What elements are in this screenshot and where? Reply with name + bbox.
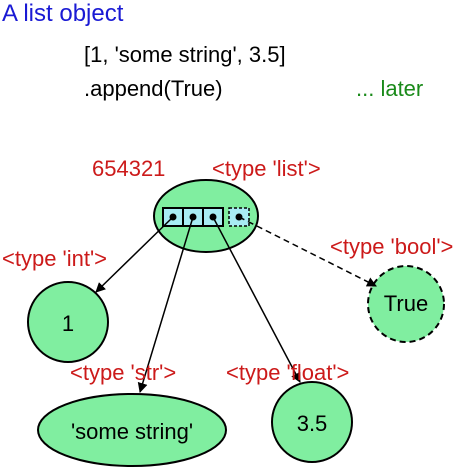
bool-object-node (367, 265, 445, 343)
bool-type-label: <type 'bool'> (330, 234, 454, 259)
later-note: ... later (356, 76, 424, 101)
float-value: 3.5 (296, 411, 328, 436)
int-type-label: <type 'int'> (2, 246, 108, 271)
ref-arrow-bool (238, 216, 377, 287)
ref-arrow-float (212, 216, 301, 383)
str-object-node (37, 393, 227, 467)
int-object-node (27, 281, 109, 363)
float-object-node (271, 381, 353, 463)
list-type-label: <type 'list'> (212, 156, 321, 181)
str-value: 'some string' (70, 419, 194, 444)
bool-value: True (383, 291, 429, 316)
list-id-label: 654321 (92, 156, 166, 181)
int-value: 1 (61, 311, 75, 336)
page-title: A list object (2, 0, 124, 27)
str-type-label: <type 'str'> (70, 360, 177, 385)
ref-arrow-int (95, 216, 174, 293)
code-line-list-literal: [1, 'some string', 3.5] (84, 42, 286, 67)
float-type-label: <type 'float'> (226, 360, 350, 385)
ref-arrow-str (137, 216, 194, 393)
code-line-append: .append(True) (84, 76, 223, 101)
